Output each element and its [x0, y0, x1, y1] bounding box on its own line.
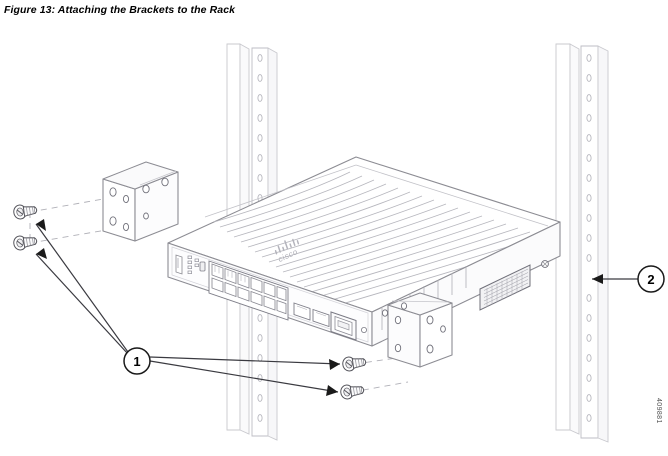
- bracket-left-studs: [142, 177, 169, 220]
- mode-button: [199, 261, 206, 272]
- callout-1-number: 1: [133, 354, 140, 369]
- bracket-right-studs: [381, 302, 408, 317]
- artwork-id-number: 409881: [655, 398, 662, 424]
- bracket-right-holes: [394, 315, 446, 354]
- bracket-left-holes: [109, 187, 130, 232]
- callout-2-leader: [592, 274, 638, 284]
- front-panel-io: [175, 254, 367, 341]
- status-led-indicators: [187, 255, 199, 274]
- mesh-vent-panel: [479, 264, 531, 311]
- figure-title: Figure 13: Attaching the Brackets to the…: [4, 4, 236, 16]
- callout-1[interactable]: 1: [123, 347, 151, 375]
- switch-chassis: cisco: [167, 156, 561, 347]
- sfp-uplink-ports: [293, 302, 330, 328]
- mounting-screw-lower-left: [12, 233, 39, 252]
- power-inlet-connector: [330, 311, 357, 341]
- mounting-screw-lower-right: [339, 382, 366, 401]
- mounting-screw-upper-left: [12, 202, 39, 221]
- mounting-screw-lower-center: [341, 354, 368, 373]
- rack-bracket-right: [381, 292, 453, 368]
- equipment-rack: [226, 43, 609, 443]
- callout-1-leaders: [35, 219, 341, 396]
- callout-2[interactable]: 2: [637, 265, 665, 293]
- chassis-ground-screw: [360, 326, 367, 333]
- rack-bracket-left: [102, 161, 179, 242]
- callout-2-number: 2: [647, 272, 654, 287]
- rack-post-right-front: [580, 45, 609, 443]
- ventilation-louvers: [213, 171, 551, 308]
- ethernet-port-bank: [208, 260, 289, 321]
- rack-post-right-rear: [555, 43, 580, 435]
- console-port-group: [175, 254, 183, 275]
